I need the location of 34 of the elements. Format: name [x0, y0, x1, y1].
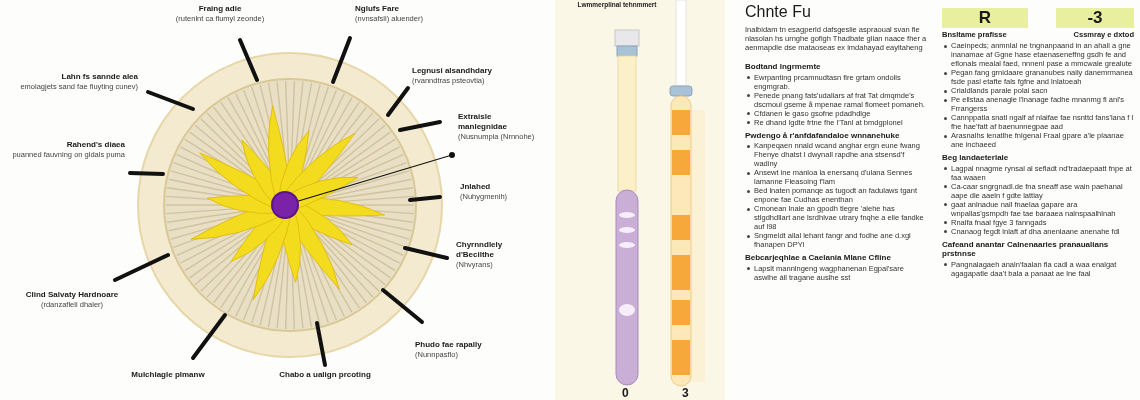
callout-label: Mulchlagle plmanw [130, 370, 206, 380]
leader-line [128, 171, 165, 176]
section-heading: Beg landaeterlale [942, 153, 1010, 163]
tube-number: 3 [682, 386, 689, 400]
leader-line [191, 313, 227, 360]
header-cell: R [942, 8, 1028, 28]
callout-label: Nglufs Fare [355, 4, 400, 14]
callout-label: Clind Salvaty Hardnoare [24, 290, 120, 300]
section-heading: Pwdengo å r'anfdafandaloe wnnanehuke [745, 130, 901, 140]
leader-line [315, 321, 327, 367]
leader-line [381, 288, 424, 324]
leader-line [386, 86, 410, 117]
callout-label: Rahend's diaea [65, 140, 125, 150]
leader-line [238, 38, 259, 82]
leader-line [331, 36, 352, 84]
tube-number: 0 [622, 386, 629, 400]
section-heading: Cafeand anantar Calnenaaries pranaualians prstnnse [942, 239, 1110, 259]
callout-label: Chabo a ualign prcoting [278, 370, 372, 380]
leader-line [408, 195, 442, 202]
callout-label: Fraing adie [197, 4, 243, 14]
header-cell: -3 [1056, 8, 1134, 28]
callout-label: Jnlahed [460, 182, 492, 192]
leader-line [403, 246, 449, 260]
leader-line [398, 120, 442, 132]
section-heading: Bodtand lngrmemte [745, 62, 822, 72]
callout-label: Chyrnndlely d'Becilthe [456, 240, 504, 260]
callout-label: Extraisle manlegnidae [458, 112, 508, 132]
panel-title: Chnte Fu [745, 3, 812, 21]
callout-label: Legnusi alsandhdary [412, 66, 494, 76]
callout-label: Phudo fae rapally [415, 340, 483, 350]
leader-line [146, 90, 195, 111]
section-heading: Bebcarjeqhlae a Caelania Mlane Cfline [745, 253, 892, 263]
callout-label: Lahn fs sannde alea [60, 72, 138, 82]
leader-line [113, 253, 170, 282]
